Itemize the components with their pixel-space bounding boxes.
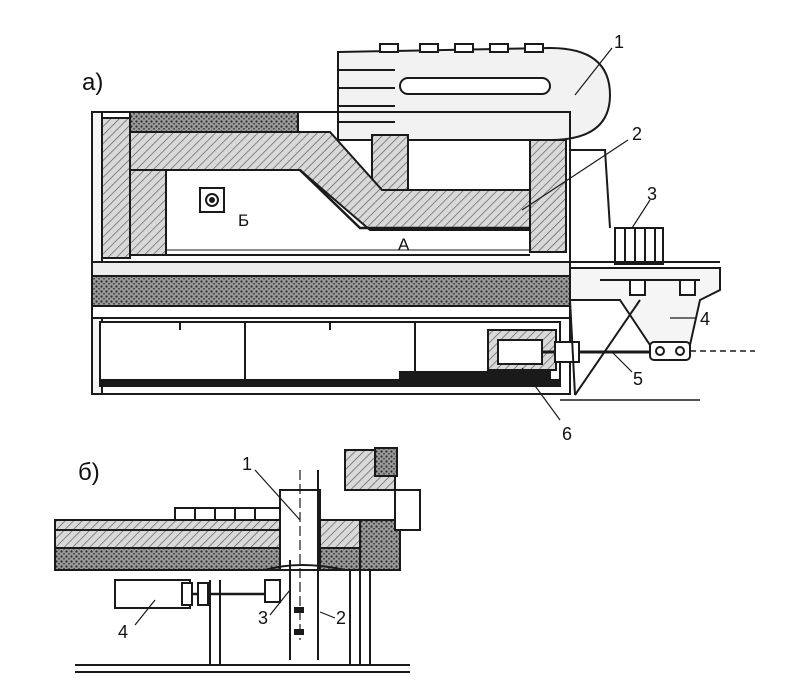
cylinder-b-4: [114, 579, 280, 609]
callout-a-5: 5: [633, 369, 643, 389]
chute-4: [569, 267, 721, 396]
lever-5: [649, 341, 755, 361]
leaders-a: [521, 47, 695, 421]
callout-b-2: 2: [336, 608, 346, 628]
callout-a-2: 2: [632, 124, 642, 144]
callout-a-6: 6: [562, 424, 572, 444]
callout-b-1: 1: [242, 454, 252, 474]
callout-b-3: 3: [258, 608, 268, 628]
zone-b-label: Б: [238, 211, 249, 230]
leaders-b: [134, 469, 336, 626]
callout-a-3: 3: [647, 184, 657, 204]
weight-3: [570, 227, 720, 265]
panel-a-label: а): [82, 69, 103, 96]
panel-a: [91, 43, 755, 401]
panel-b: [54, 447, 421, 673]
callout-a-1: 1: [614, 32, 624, 52]
burner-1: [337, 43, 612, 147]
zone-a-label: А: [398, 235, 410, 254]
callout-b-4: 4: [118, 622, 128, 642]
callout-a-4: 4: [700, 309, 710, 329]
panel-b-label: б): [78, 459, 100, 486]
